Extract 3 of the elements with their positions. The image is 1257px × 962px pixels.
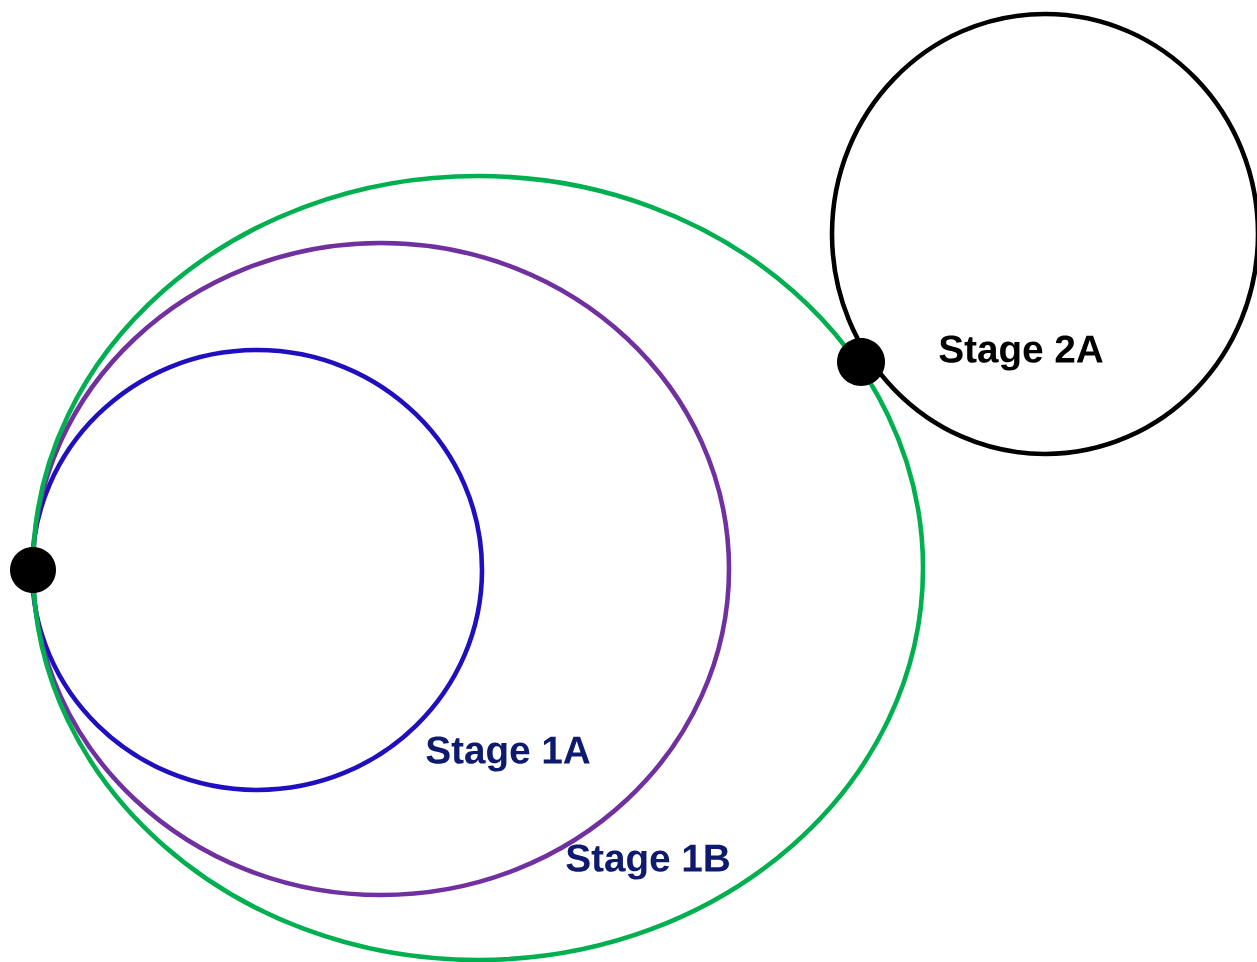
- orbit-label: Stage 2A: [939, 335, 1103, 371]
- orbit-label: Stage 1B: [566, 844, 729, 880]
- orbit-label: Stage 1A: [426, 736, 590, 772]
